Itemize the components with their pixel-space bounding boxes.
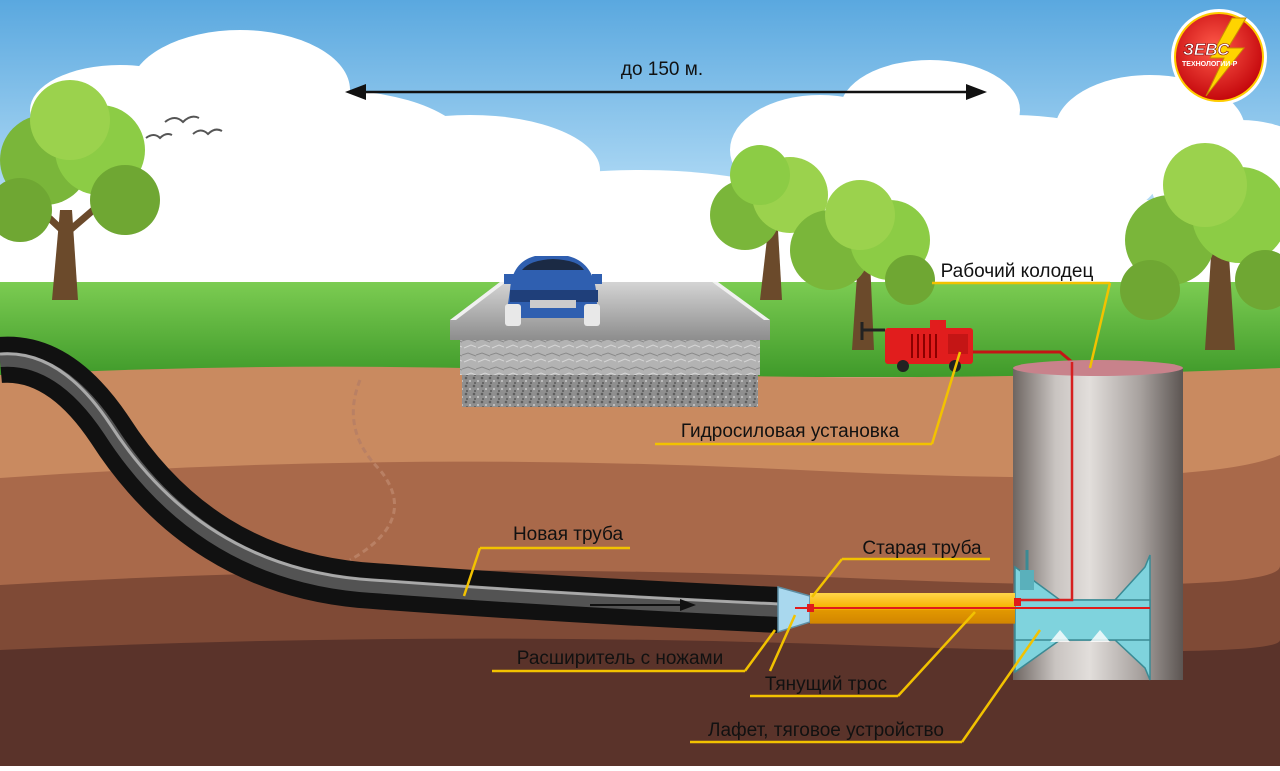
lightning-icon xyxy=(1205,17,1247,97)
logo-text-sub: ТЕХНОЛОГИИ-Р xyxy=(1182,61,1238,68)
tree-left xyxy=(0,80,160,300)
carriage-label: Лафет, тяговое устройство xyxy=(708,720,944,741)
road xyxy=(450,282,770,407)
old-pipe-label: Старая труба xyxy=(862,538,982,559)
company-logo: ЗЕВС ТЕХНОЛОГИИ-Р xyxy=(1171,9,1267,105)
car-icon xyxy=(504,256,602,326)
callout-lines xyxy=(462,281,1112,744)
tree-right xyxy=(1120,143,1280,350)
direction-arrow-icon xyxy=(590,599,696,611)
new-pipe-label: Новая труба xyxy=(513,524,624,545)
trench xyxy=(349,379,396,562)
soil-layer-4 xyxy=(0,638,1280,766)
logo-text-main: ЗЕВС xyxy=(1183,40,1230,59)
hydraulic-unit-icon xyxy=(860,320,1073,372)
expander-label: Расширитель с ножами xyxy=(517,648,723,669)
working-well-label: Рабочий колодец xyxy=(941,261,1094,282)
pull-cable-label: Тянущий трос xyxy=(765,674,887,695)
working-well xyxy=(1013,360,1183,681)
new-pipe-highlight xyxy=(0,352,781,617)
tree-middle xyxy=(710,145,935,350)
birds-icon xyxy=(145,115,223,140)
hydraulic-unit-label: Гидросиловая установка xyxy=(681,421,900,442)
distance-label: до 150 м. xyxy=(621,59,703,80)
distance-arrow xyxy=(345,84,987,100)
